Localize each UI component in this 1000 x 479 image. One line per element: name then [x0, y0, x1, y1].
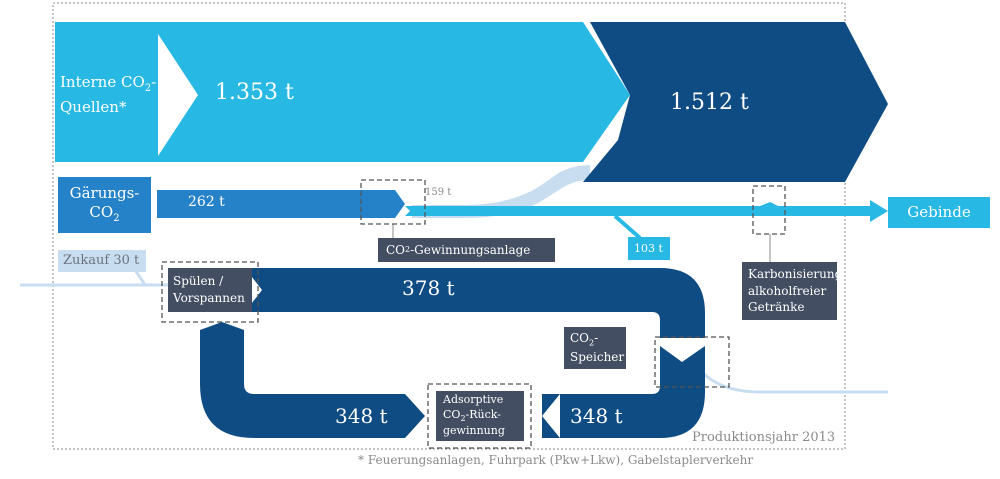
adsorptive-node-frame	[427, 383, 532, 449]
internal-arrow-notch	[158, 34, 198, 156]
footnote: * Feuerungsanlagen, Fuhrpark (Pkw+Lkw), …	[358, 453, 754, 467]
carbonization-line2: alkoholfreier	[748, 283, 827, 298]
production-frame	[52, 2, 846, 450]
adsorptive-line2-sub: 2	[460, 413, 466, 423]
recovery-node-frame	[360, 179, 426, 225]
recovery-label-post: -Gewinnungsanlage	[410, 242, 531, 257]
carbonization-box: Karbonisierung alkoholfreier Getränke	[742, 262, 842, 320]
carbonization-node-frame	[752, 185, 786, 235]
combined-value: 1.512 t	[670, 90, 749, 115]
fermentation-value: 262 t	[188, 194, 225, 210]
internal-label-line1: Interne CO	[60, 73, 145, 91]
containers-line	[405, 200, 888, 222]
recovery-label-sub: 2	[405, 245, 411, 254]
loop-right-flow	[542, 368, 705, 438]
carbonization-line1: Karbonisierung	[748, 266, 843, 281]
branch-159-label: 159 t	[425, 187, 452, 198]
purchase-label: Zukauf 30 t	[58, 250, 146, 272]
adsorptive-box: Adsorptive CO2-Rück- gewinnung	[436, 391, 524, 441]
loop-right-value: 348 t	[570, 404, 623, 428]
carbonization-line3: Getränke	[748, 300, 805, 315]
internal-label-dash: -	[151, 73, 157, 91]
loop-top-flow	[245, 268, 705, 338]
recovery-label-pre: CO	[386, 242, 406, 257]
internal-sources-value: 1.353 t	[215, 80, 294, 105]
adsorptive-line2-pre: CO	[443, 407, 461, 421]
rinsing-box: Spülen / Vorspannen	[168, 268, 252, 312]
adsorptive-line2-post: -Rück-	[465, 407, 501, 421]
rinsing-line1: Spülen /	[173, 274, 224, 289]
adsorptive-line3: gewinnung	[443, 424, 505, 438]
storage-line1-sub: 2	[589, 338, 595, 348]
internal-sources-flow	[55, 22, 630, 162]
internal-label-line2: Quellen*	[60, 97, 127, 116]
production-year: Produktionsjahr 2013	[692, 430, 836, 445]
storage-line1-pre: CO	[570, 331, 590, 346]
adsorptive-line1: Adsorptive	[443, 392, 504, 406]
fermentation-source-box: Gärungs- CO2	[58, 177, 151, 233]
internal-label-sub: 2	[144, 83, 152, 94]
rinsing-line2: Vorspannen	[173, 291, 245, 305]
loop-left-flow	[200, 322, 425, 438]
branch-103-connector	[613, 214, 642, 240]
fermentation-label-line2: CO	[89, 203, 114, 222]
rinsing-node-frame	[161, 261, 259, 323]
fermentation-label-line1: Gärungs-	[69, 184, 140, 203]
internal-sources-label: Interne CO2- Quellen*	[60, 72, 156, 118]
storage-outflow-line	[698, 368, 888, 394]
storage-node-frame	[654, 336, 730, 388]
storage-box: CO2- Speicher	[564, 327, 626, 369]
storage-line1-post: -	[594, 331, 599, 346]
combined-flow	[583, 22, 888, 182]
storage-chevron	[660, 346, 705, 382]
loop-left-value: 348 t	[335, 404, 388, 428]
fermentation-label-sub: 2	[113, 213, 120, 225]
loop-top-value: 378 t	[402, 276, 455, 300]
fermentation-flow	[157, 190, 405, 218]
branch-103-label: 103 t	[628, 237, 670, 260]
loop-right-notch	[542, 394, 560, 438]
storage-line2: Speicher	[570, 349, 625, 364]
containers-box: Gebinde	[888, 197, 990, 228]
